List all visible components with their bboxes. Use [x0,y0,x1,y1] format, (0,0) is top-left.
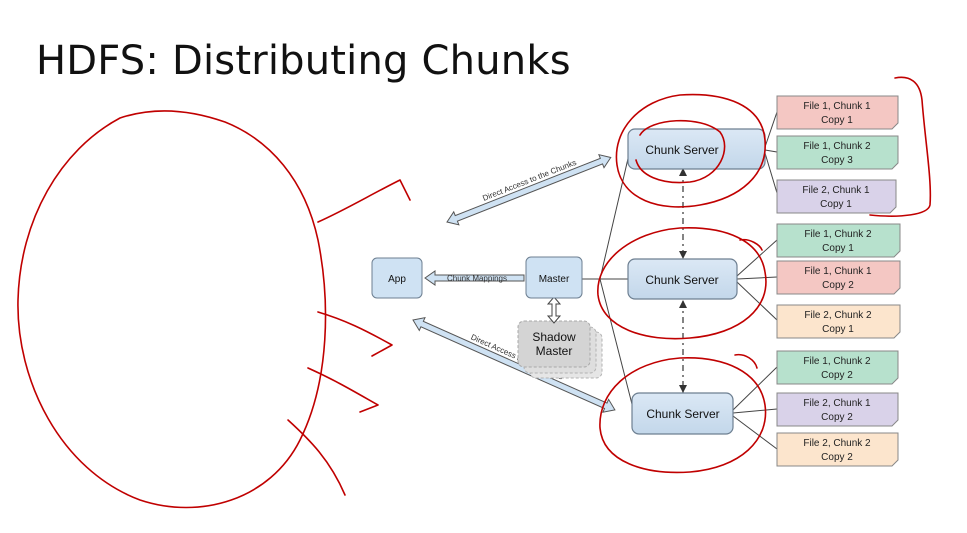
annotation-bracket [869,76,932,217]
chunk-s2-c3-line2: Copy 1 [822,324,854,335]
annotation-arrow-2 [317,311,393,357]
annotation-blob [17,110,327,509]
server-chunk-links [732,111,778,450]
chunk-s1-c1-line1: File 1, Chunk 1 [803,101,871,112]
chunk-s1-c1-line2: Copy 1 [821,115,853,126]
chunk-s2-c1[interactable]: File 1, Chunk 2 Copy 1 [776,223,901,258]
chunk-mappings-label: Chunk Mappings [447,274,507,283]
chunk-server-3[interactable]: Chunk Server [631,392,734,435]
annotation-tick-2 [739,238,763,251]
chunk-s1-c3[interactable]: File 2, Chunk 1 Copy 1 [776,179,897,214]
chunk-server-3-label: Chunk Server [646,407,719,421]
chunk-s2-c2-line1: File 1, Chunk 1 [804,266,872,277]
chunk-s1-c1[interactable]: File 1, Chunk 1 Copy 1 [776,95,899,130]
chunk-s1-c2-line1: File 1, Chunk 2 [803,141,871,152]
chunk-s2-c3-line1: File 2, Chunk 2 [804,310,872,321]
chunk-server-1[interactable]: Chunk Server [627,128,766,170]
chunk-s3-c1[interactable]: File 1, Chunk 2 Copy 2 [776,350,899,385]
chunk-server-2-label: Chunk Server [645,273,718,287]
chunk-server-1-label: Chunk Server [645,143,718,157]
chunk-s2-c3[interactable]: File 2, Chunk 2 Copy 1 [776,304,901,339]
chunk-s1-c3-line2: Copy 1 [820,199,852,210]
direct-access-label-top: Direct Access to the Chunks [481,158,577,203]
chunk-s1-c2-line2: Copy 3 [821,155,853,166]
master-label: Master [539,274,570,285]
chunk-s3-c2-line2: Copy 2 [821,412,853,423]
slide-title: HDFS: Distributing Chunks [36,38,571,84]
chunk-boxes: File 1, Chunk 1 Copy 1 File 1, Chunk 2 C… [776,95,901,467]
chunk-s3-c2[interactable]: File 2, Chunk 1 Copy 2 [776,392,899,427]
chunk-s3-c1-line1: File 1, Chunk 2 [803,356,871,367]
app-label: App [388,274,406,285]
shadow-master-label-2: Master [536,344,573,358]
annotation-circle-3 [599,357,767,474]
chunk-s2-c2-line2: Copy 2 [822,280,854,291]
annotation-arrow-4 [287,419,346,496]
annotation-circle-1 [615,93,766,208]
chunk-server-2[interactable]: Chunk Server [627,258,738,300]
chunk-s3-c2-line1: File 2, Chunk 1 [803,398,871,409]
app-node[interactable]: App [371,257,423,299]
master-node[interactable]: Master [525,256,583,299]
annotation-arrow-3 [307,367,379,413]
replication-arrowheads [679,168,687,393]
shadow-master-label-1: Shadow [532,330,576,344]
annotation-inner-circle-1 [635,119,726,184]
chunk-s2-c1-line2: Copy 1 [822,243,854,254]
annotation-tick-3 [734,353,758,369]
chunk-s2-c2[interactable]: File 1, Chunk 1 Copy 2 [776,260,901,295]
chunk-s3-c3-line2: Copy 2 [821,452,853,463]
handwritten-annotations [17,76,932,509]
chunk-mappings-arrow: Chunk Mappings [424,270,525,286]
direct-access-arrow-top: Direct Access to the Chunks [446,153,612,226]
master-shadow-arrow [546,296,562,324]
chunk-s1-c2[interactable]: File 1, Chunk 2 Copy 3 [776,135,899,170]
chunk-s3-c3[interactable]: File 2, Chunk 2 Copy 2 [776,432,899,467]
chunk-s1-c3-line1: File 2, Chunk 1 [802,185,870,196]
chunk-s2-c1-line1: File 1, Chunk 2 [804,229,872,240]
chunk-s3-c1-line2: Copy 2 [821,370,853,381]
chunk-s3-c3-line1: File 2, Chunk 2 [803,438,871,449]
annotation-arrow-1 [317,179,411,223]
shadow-master: Shadow Master [517,320,603,379]
annotation-circle-2 [597,227,767,340]
